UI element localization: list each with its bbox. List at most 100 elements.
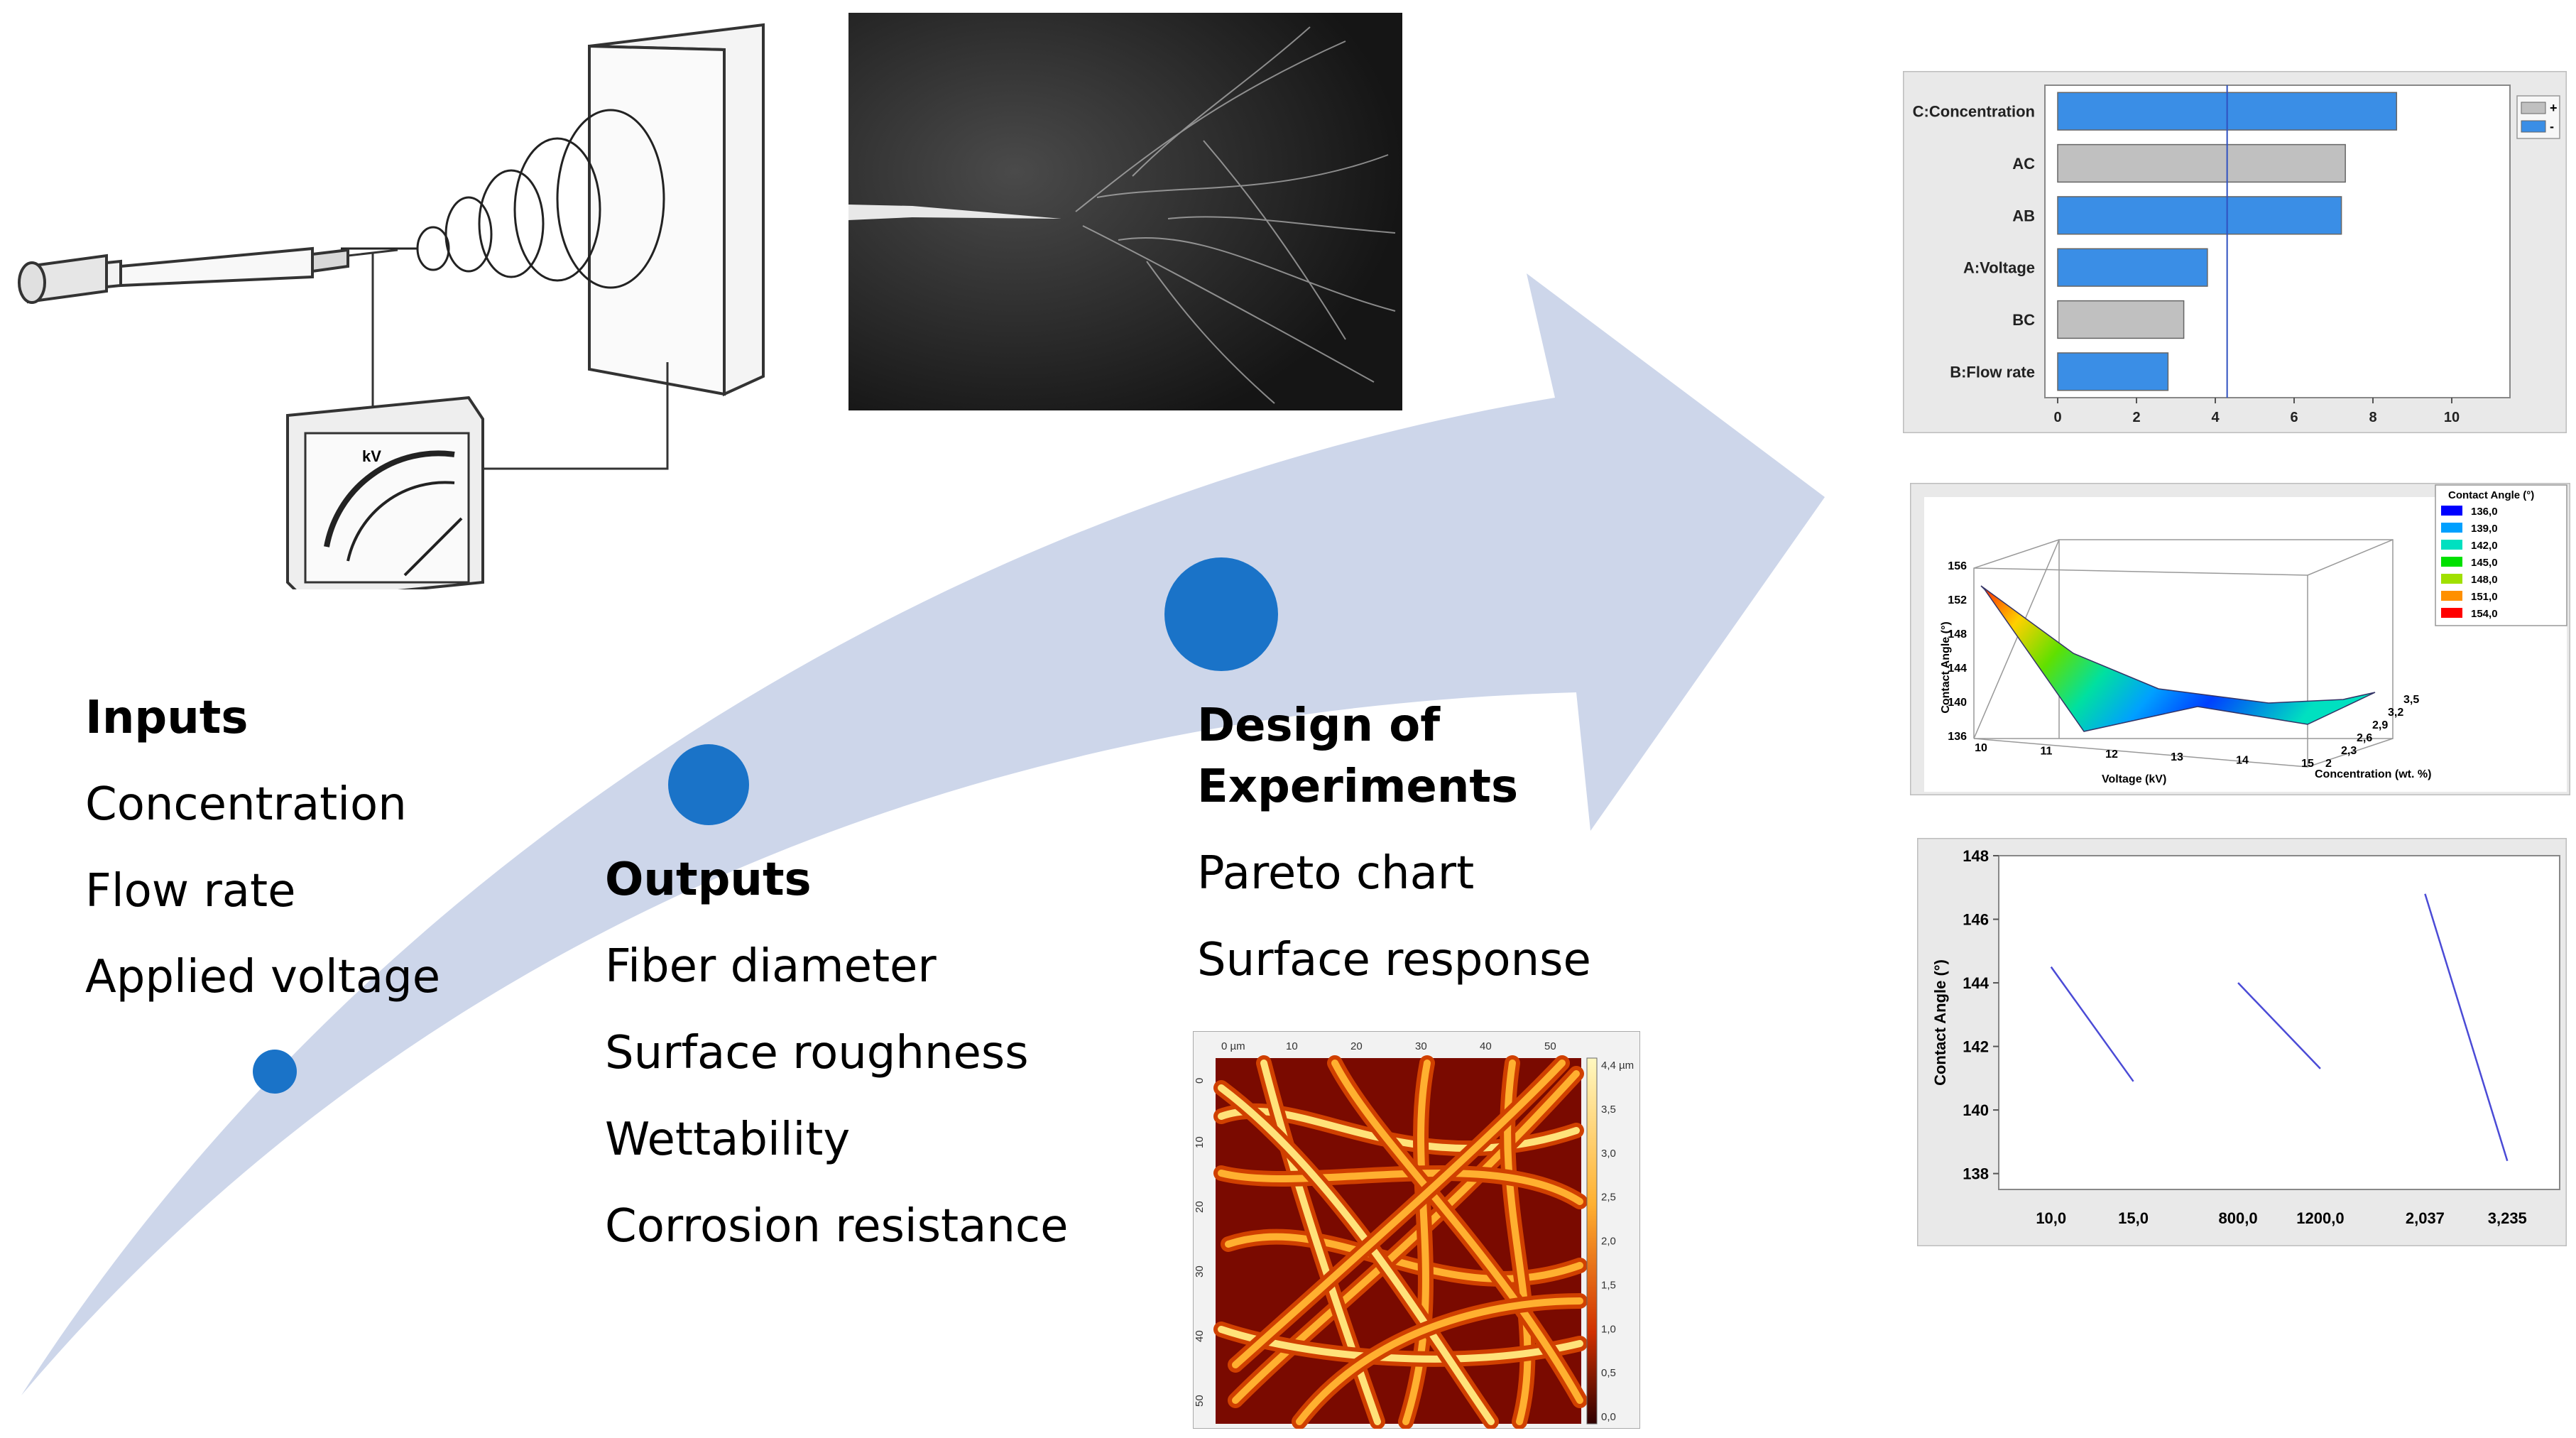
afm-left-tick-label: 30 xyxy=(1194,1265,1206,1278)
outputs-dot xyxy=(668,744,749,825)
afm-top-tick-label: 40 xyxy=(1480,1040,1492,1052)
inputs-item-applied-voltage: Applied voltage xyxy=(85,951,441,1003)
surface-z-tick-label: 148 xyxy=(1948,628,1967,641)
doe-title-line2: Experiments xyxy=(1197,761,1519,813)
afm-fiber xyxy=(1232,1060,1566,1368)
surface-x-tick-label: 11 xyxy=(2041,745,2053,757)
afm-scale-tick-label: 3,5 xyxy=(1601,1104,1616,1116)
surface-x-tick-label: 13 xyxy=(2171,751,2183,763)
effects-y-tick-label: 138 xyxy=(1963,1165,1989,1183)
pareto-x-tick-label: 8 xyxy=(2369,410,2376,425)
pareto-x-tick-label: 0 xyxy=(2053,410,2061,425)
pareto-category-label: B:Flow rate xyxy=(1950,363,2035,381)
effects-y-axis-label: Contact Angle (°) xyxy=(1931,959,1949,1086)
afm-left-tick-label: 0 xyxy=(1194,1078,1206,1084)
effects-x-tick-label: 800,0 xyxy=(2219,1209,2258,1227)
afm-fiber xyxy=(1331,1060,1583,1404)
pareto-x-tick-label: 4 xyxy=(2211,410,2220,425)
surface-legend-swatch xyxy=(2441,557,2462,567)
effects-y-tick-label: 146 xyxy=(1963,911,1989,929)
effects-x-tick-label: 15,0 xyxy=(2118,1209,2149,1227)
jet-photo xyxy=(848,13,1402,410)
afm-left-tick-label: 40 xyxy=(1194,1330,1206,1342)
kv-meter-icon: kV xyxy=(286,396,484,589)
afm-fiber xyxy=(1218,1170,1583,1205)
surface-y-tick-label: 2 xyxy=(2325,758,2332,770)
effects-x-tick-label: 2,037 xyxy=(2406,1209,2445,1227)
effects-y-tick-label: 148 xyxy=(1963,847,1989,865)
surface-x-tick-label: 14 xyxy=(2236,755,2249,767)
surface-box-back xyxy=(1973,539,2394,739)
pareto-legend-swatch xyxy=(2521,120,2546,133)
effects-line xyxy=(2050,966,2134,1082)
afm-top-tick-label: 0 µm xyxy=(1221,1040,1245,1052)
surface-y-tick-label: 3,2 xyxy=(2388,707,2403,719)
surface-legend-swatch xyxy=(2441,540,2462,550)
afm-scale-tick-label: 1,5 xyxy=(1601,1279,1616,1291)
inputs-item-concentration: Concentration xyxy=(85,778,407,831)
spiral-jet-icon xyxy=(341,109,665,289)
afm-fiber xyxy=(1218,1084,1495,1425)
surface-legend-swatch xyxy=(2441,506,2462,516)
afm-top-tick-label: 20 xyxy=(1350,1040,1363,1052)
afm-top-tick-label: 50 xyxy=(1544,1040,1556,1052)
surface-y-tick-label: 2,9 xyxy=(2372,719,2388,731)
pareto-bar xyxy=(2057,143,2346,183)
outputs-item-corrosion-resistance: Corrosion resistance xyxy=(605,1200,1069,1253)
surface-z-tick-label: 156 xyxy=(1948,560,1967,572)
doe-item-pareto-chart: Pareto chart xyxy=(1197,847,1475,900)
pareto-legend-label: + xyxy=(2550,101,2558,115)
afm-scale-tick-label: 3,0 xyxy=(1601,1148,1616,1160)
pareto-category-label: C:Concentration xyxy=(1913,103,2035,121)
afm-left-tick-label: 20 xyxy=(1194,1201,1206,1213)
surface-box xyxy=(1973,539,2394,768)
outputs-item-wettability: Wettability xyxy=(605,1113,851,1166)
surface-x-tick-label: 15 xyxy=(2301,758,2314,770)
electrospinning-apparatus: kV xyxy=(18,23,765,589)
doe-item-surface-response: Surface response xyxy=(1197,934,1591,986)
afm-fiber xyxy=(1402,1060,1431,1425)
effects-y-tick-label: 142 xyxy=(1963,1038,1989,1056)
surface-legend-label: 145,0 xyxy=(2471,557,2498,569)
surface-z-tick-label: 152 xyxy=(1948,594,1967,606)
pareto-category-label: BC xyxy=(2012,311,2035,329)
syringe-icon xyxy=(18,246,398,304)
effects-x-tick-label: 10,0 xyxy=(2036,1209,2066,1227)
afm-scale-tick-label: 2,0 xyxy=(1601,1236,1616,1248)
surface-box-edge xyxy=(1973,567,2308,576)
surface-x-tick-label: 10 xyxy=(1975,742,1987,754)
pareto-bar xyxy=(2057,352,2169,391)
process-arrow-shape xyxy=(21,273,1825,1395)
pareto-legend: +- xyxy=(2516,95,2560,139)
surface-legend-label: 142,0 xyxy=(2471,540,2498,552)
doe-dot xyxy=(1164,557,1278,671)
pareto-plot-area xyxy=(2044,85,2511,398)
pareto-bar xyxy=(2057,196,2342,235)
outputs-title: Outputs xyxy=(605,854,812,906)
pareto-x-tick-label: 2 xyxy=(2132,410,2140,425)
surface-legend-swatch xyxy=(2441,608,2462,618)
afm-color-scale xyxy=(1586,1057,1598,1425)
afm-scale-tick-label: 4,4 µm xyxy=(1601,1060,1634,1072)
effects-line xyxy=(2424,893,2509,1162)
surface-z-tick-label: 144 xyxy=(1948,663,1967,675)
surface-z-axis-label: Contact Angle (°) xyxy=(1940,621,1952,713)
surface-mesh xyxy=(1980,585,2376,732)
pareto-category-label: A:Voltage xyxy=(1963,259,2035,277)
surface-y-tick-label: 2,6 xyxy=(2357,732,2372,744)
outputs-item-fiber-diameter: Fiber diameter xyxy=(605,940,937,993)
afm-scale-tick-label: 0,5 xyxy=(1601,1367,1616,1379)
surface-z-tick-label: 136 xyxy=(1948,731,1967,743)
effects-y-tick-label: 140 xyxy=(1963,1101,1989,1119)
effects-plot-area xyxy=(1998,855,2560,1190)
surface-legend-title: Contact Angle (°) xyxy=(2448,489,2534,501)
surface-y-axis-label: Concentration (wt. %) xyxy=(2315,768,2431,780)
jet-photo-image xyxy=(848,13,1402,410)
effects-x-tick-label: 3,235 xyxy=(2488,1209,2527,1227)
